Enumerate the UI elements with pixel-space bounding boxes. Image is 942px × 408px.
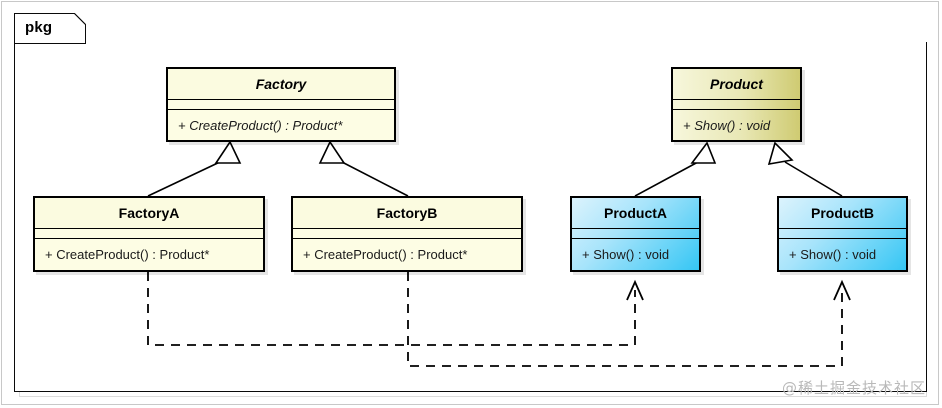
class-attributes-product bbox=[673, 100, 800, 109]
class-name-factory: Factory bbox=[168, 69, 394, 99]
class-operation-productb-0: + Show() : void bbox=[789, 247, 877, 262]
class-attributes-producta bbox=[572, 229, 699, 238]
class-operation-producta-0: + Show() : void bbox=[582, 247, 670, 262]
class-name-producta: ProductA bbox=[604, 205, 667, 221]
class-attributes-factorya bbox=[35, 229, 263, 238]
class-box-productb[interactable]: ProductB + Show() : void bbox=[777, 196, 908, 272]
class-operation-factoryb-0: + CreateProduct() : Product* bbox=[303, 247, 468, 262]
class-separator bbox=[779, 228, 906, 229]
class-box-factoryb[interactable]: FactoryB + CreateProduct() : Product* bbox=[291, 196, 523, 272]
class-separator bbox=[572, 228, 699, 229]
package-tab bbox=[14, 13, 86, 44]
package-label: pkg bbox=[25, 19, 53, 36]
class-separator bbox=[35, 228, 263, 229]
class-name-factorya: FactoryA bbox=[35, 198, 263, 228]
class-name-productb: ProductB bbox=[811, 205, 874, 221]
class-box-factorya[interactable]: FactoryA + CreateProduct() : Product* bbox=[33, 196, 265, 272]
class-separator bbox=[293, 238, 521, 239]
class-box-producta[interactable]: ProductA + Show() : void bbox=[570, 196, 701, 272]
class-operation-factorya-0: + CreateProduct() : Product* bbox=[45, 247, 210, 262]
watermark: @稀土掘金技术社区 bbox=[781, 379, 926, 397]
class-name-factoryb: FactoryB bbox=[293, 198, 521, 228]
class-separator bbox=[779, 238, 906, 239]
class-attributes-factoryb bbox=[293, 229, 521, 238]
class-name-product: Product bbox=[710, 76, 763, 92]
class-separator bbox=[35, 238, 263, 239]
class-box-product[interactable]: Product + Show() : void bbox=[671, 67, 802, 142]
class-operation-product-0: + Show() : void bbox=[683, 118, 771, 133]
class-operation-factory-0: + CreateProduct() : Product* bbox=[178, 118, 343, 133]
class-separator bbox=[673, 109, 800, 110]
class-separator bbox=[293, 228, 521, 229]
class-attributes-productb bbox=[779, 229, 906, 238]
class-separator bbox=[673, 99, 800, 100]
class-separator bbox=[572, 238, 699, 239]
class-separator bbox=[168, 109, 394, 110]
class-box-factory[interactable]: Factory + CreateProduct() : Product* bbox=[166, 67, 396, 142]
class-separator bbox=[168, 99, 394, 100]
class-attributes-factory bbox=[168, 100, 394, 109]
